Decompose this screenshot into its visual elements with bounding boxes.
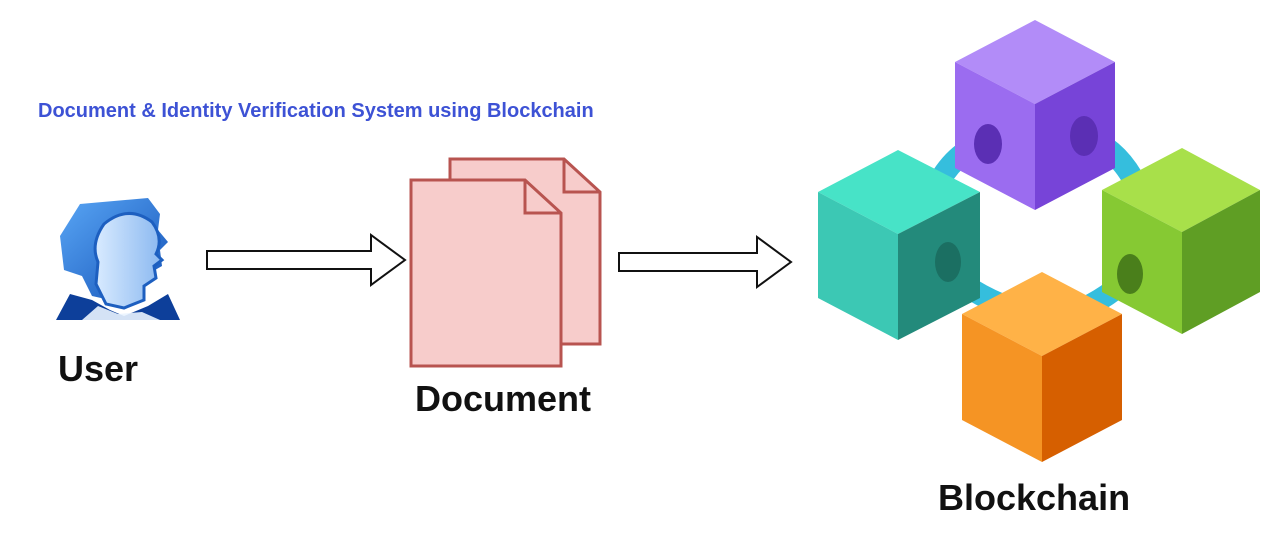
chain-sockets <box>935 116 1143 294</box>
blockchain-label: Blockchain <box>938 477 1131 518</box>
diagram-title: Document & Identity Verification System … <box>38 100 594 122</box>
block-orange <box>962 272 1122 462</box>
documents-icon <box>409 157 602 368</box>
user-label: User <box>58 348 139 389</box>
block-green <box>1102 148 1260 334</box>
blockchain-cubes-icon <box>818 20 1260 462</box>
flow-arrow-user-to-document <box>206 233 407 287</box>
document-label: Document <box>415 378 592 419</box>
block-teal <box>818 150 980 340</box>
users-icon <box>56 198 180 320</box>
block-purple <box>955 20 1115 210</box>
flow-arrow-document-to-blockchain <box>618 235 793 289</box>
